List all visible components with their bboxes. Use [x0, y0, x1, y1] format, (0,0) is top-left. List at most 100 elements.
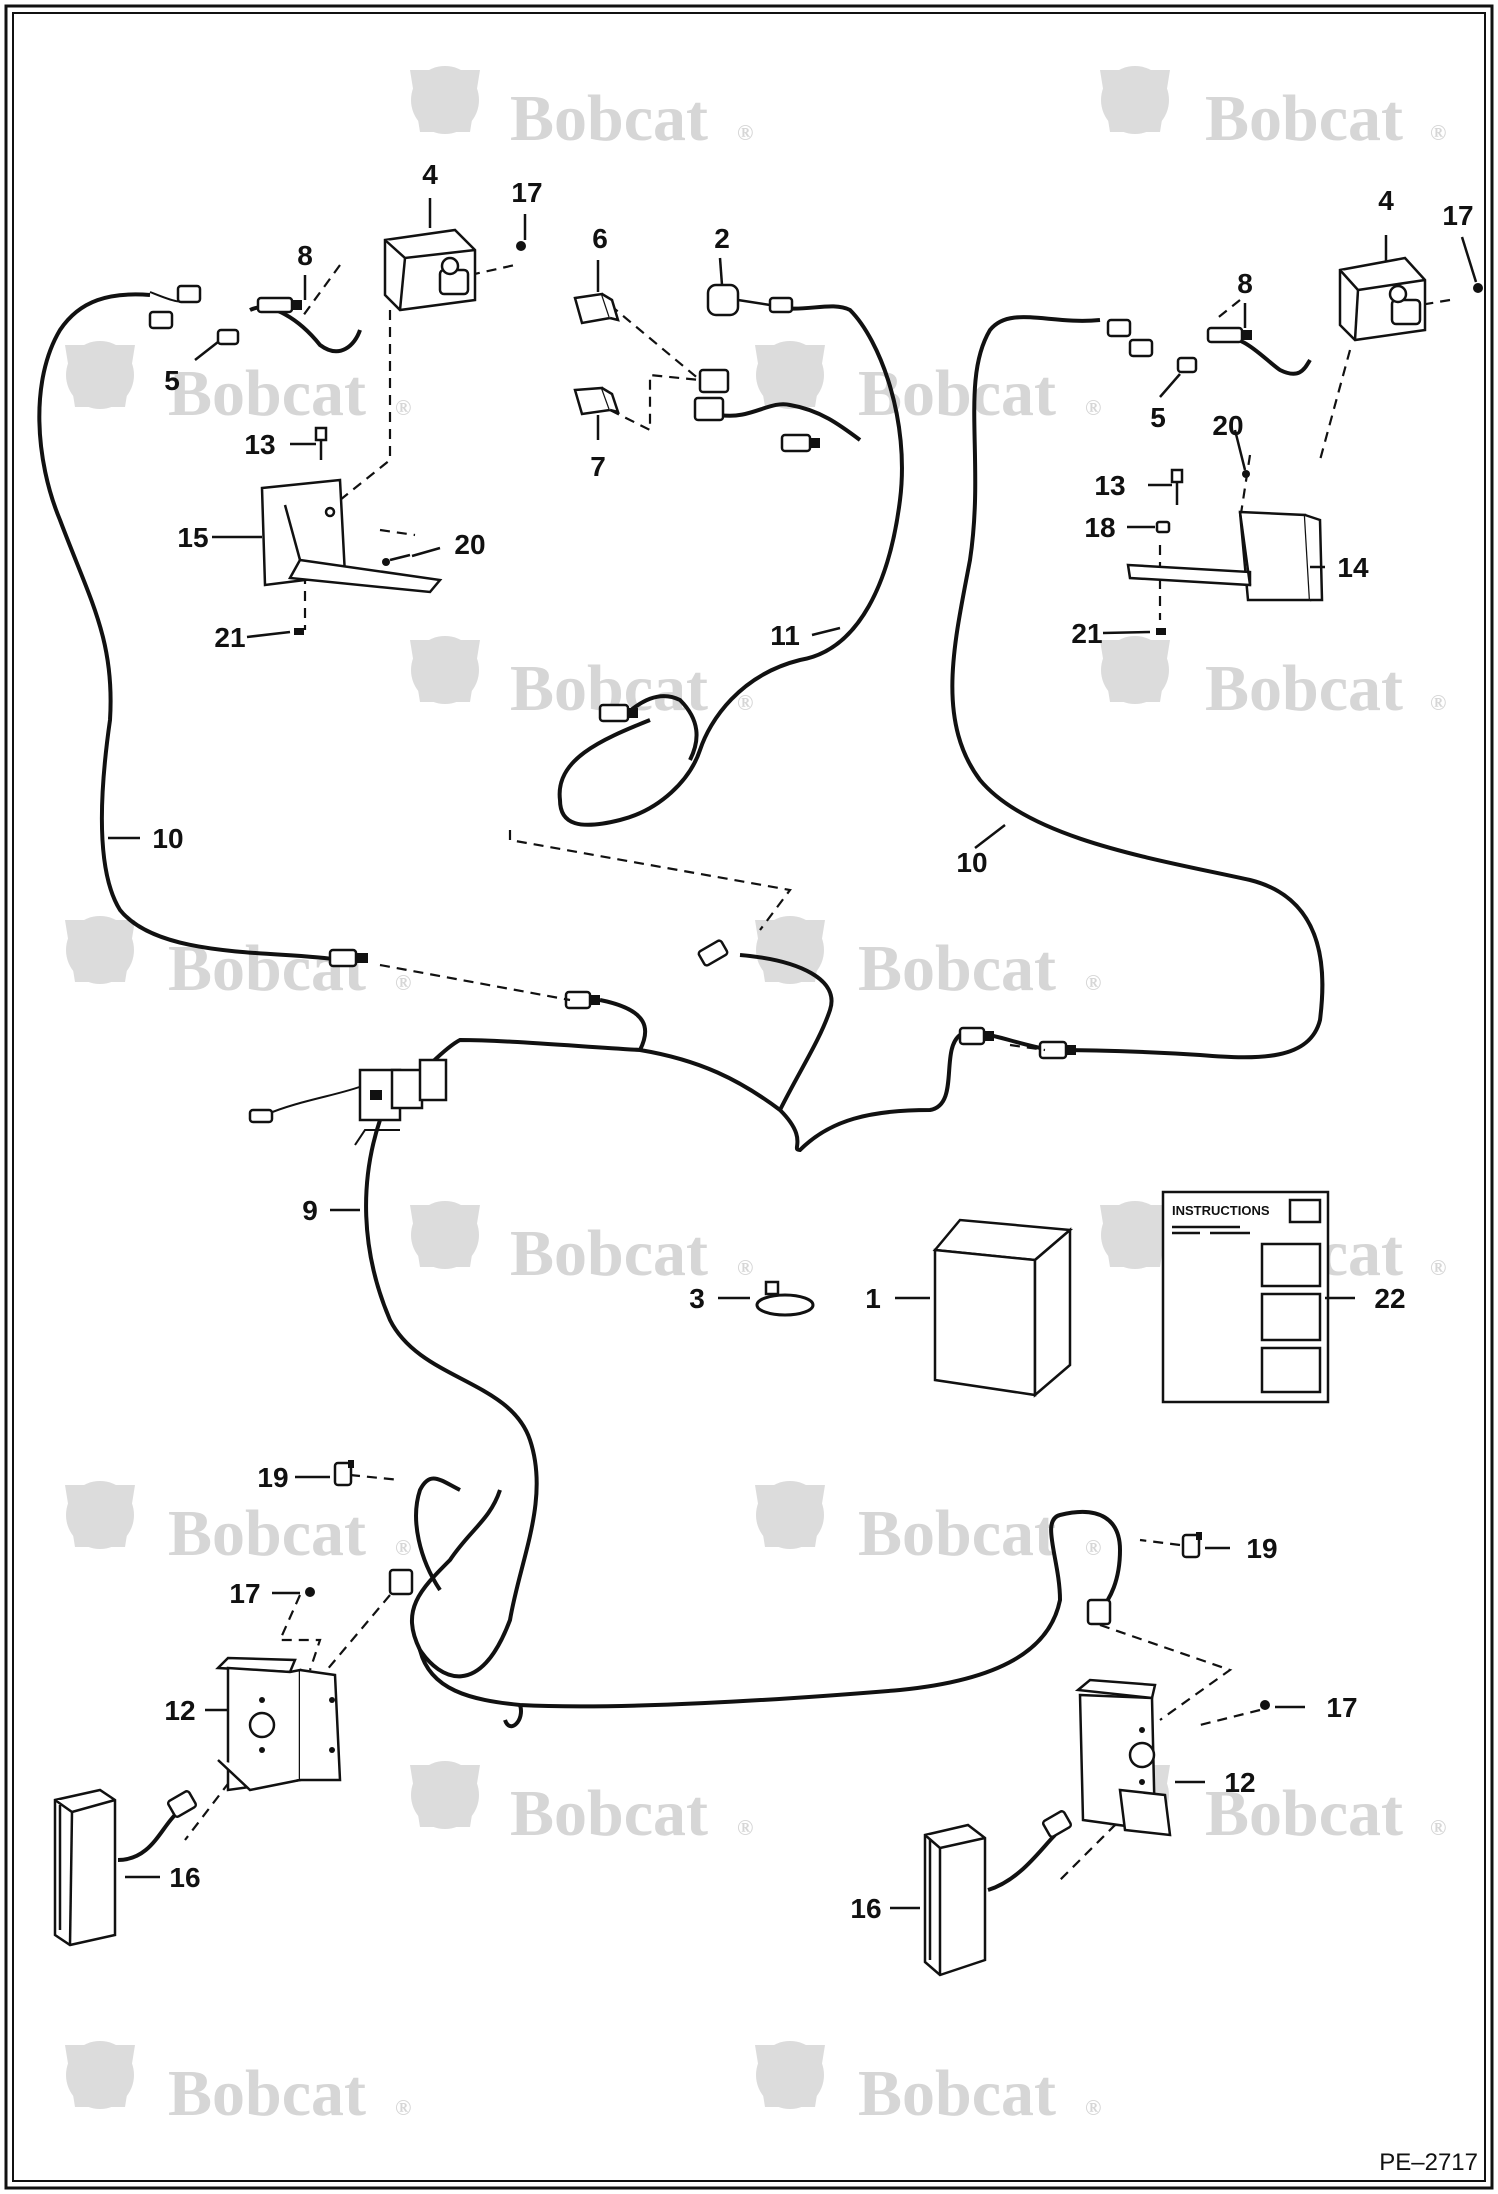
main-harness-9-lower — [364, 1119, 539, 1679]
assembly-line — [469, 263, 516, 277]
wire-end — [148, 284, 202, 330]
callout-15: 15 — [177, 522, 208, 553]
lamp-bracket-12-left — [215, 1656, 342, 1792]
callout-21: 21 — [214, 622, 245, 653]
callout-17: 17 — [1442, 200, 1473, 231]
main-harness-9 — [378, 1033, 962, 1153]
svg-text:®: ® — [1430, 690, 1446, 715]
watermark: Bobcat® — [410, 1761, 753, 1850]
callout-10: 10 — [956, 847, 987, 878]
svg-text:Bobcat: Bobcat — [858, 1497, 1056, 1570]
watermark: Bobcat ® — [1100, 636, 1446, 725]
right-harness-10 — [950, 315, 1325, 1060]
svg-text:Bobcat: Bobcat — [1205, 1777, 1403, 1850]
bobcat-logo-icon — [755, 2041, 825, 2109]
assembly-line — [299, 264, 341, 321]
callout-19: 19 — [1246, 1533, 1277, 1564]
main-harness-9-branch — [599, 998, 648, 1051]
callout-5: 5 — [164, 365, 180, 396]
connector — [780, 433, 820, 453]
bobcat-logo-icon — [1100, 66, 1170, 134]
watermark: Bobcat ® — [65, 1481, 411, 1570]
mating-connector-6 — [693, 368, 730, 422]
callout-13: 13 — [244, 429, 275, 460]
svg-text:Bobcat: Bobcat — [1205, 652, 1403, 725]
callout-4: 4 — [1378, 185, 1394, 216]
assembly-line — [1139, 1538, 1181, 1547]
nut-17-lower-left — [305, 1587, 315, 1597]
connector — [598, 703, 638, 723]
nut-21-right — [1156, 628, 1166, 635]
svg-text:Bobcat: Bobcat — [168, 932, 366, 1005]
bobcat-logo-icon — [410, 66, 480, 134]
assembly-line — [1214, 299, 1241, 321]
svg-text:Bobcat: Bobcat — [168, 1497, 366, 1570]
svg-text:Bobcat: Bobcat — [858, 932, 1056, 1005]
svg-text:®: ® — [395, 1535, 411, 1560]
callout-6: 6 — [592, 223, 608, 254]
callout-11: 11 — [770, 620, 800, 651]
watermark: Bobcat ® — [755, 341, 1101, 430]
callout-labels: 4 17 8 5 6 2 7 13 15 20 21 11 10 10 4 17… — [152, 159, 1473, 1924]
watermark: Bobcat ® — [755, 1481, 1101, 1570]
harness-11-branch — [719, 402, 862, 442]
callout-12: 12 — [164, 1695, 195, 1726]
assembly-line — [609, 304, 701, 381]
assembly-line — [349, 1473, 401, 1482]
connector-7 — [573, 386, 620, 416]
connector — [1038, 1040, 1076, 1060]
kit-box-1 — [932, 1218, 1074, 1398]
connector-8-right — [1206, 326, 1252, 344]
assembly-line — [508, 830, 792, 931]
assembly-line — [379, 528, 416, 537]
callout-20: 20 — [454, 529, 485, 560]
svg-text:®: ® — [1085, 395, 1101, 420]
figure-code: PE–2717 — [1379, 2149, 1478, 2176]
svg-text:Bobcat: Bobcat — [858, 357, 1056, 430]
connector-5-left — [216, 328, 240, 346]
frame-inner-border — [12, 12, 1486, 2182]
watermark: Bobcat® — [65, 341, 411, 430]
svg-text:®: ® — [1085, 1535, 1101, 1560]
instructions-sheet-22: INSTRUCTIONS — [1161, 1190, 1330, 1404]
plug-19-right — [1181, 1532, 1202, 1559]
callout-22: 22 — [1374, 1283, 1405, 1314]
ground-lead — [264, 1084, 366, 1116]
bobcat-logo-icon — [755, 916, 825, 984]
svg-text:Bobcat: Bobcat — [510, 1217, 708, 1290]
bobcat-logo-icon — [65, 341, 135, 409]
bracket-14 — [1126, 510, 1324, 602]
rocker-switch-4-left — [383, 228, 477, 312]
svg-text:®: ® — [1085, 2095, 1101, 2120]
bobcat-logo-icon — [1100, 636, 1170, 704]
connector — [388, 1568, 414, 1596]
bobcat-logo-icon — [755, 1481, 825, 1549]
bobcat-logo-icon — [410, 1201, 480, 1269]
callout-17: 17 — [229, 1578, 260, 1609]
svg-text:Bobcat: Bobcat — [858, 2057, 1056, 2130]
connector — [328, 948, 368, 968]
harness-11 — [557, 303, 904, 827]
bobcat-logo-icon — [1100, 1201, 1170, 1269]
watermark: Bobcat® — [410, 1201, 753, 1290]
harness-11-loop — [618, 694, 699, 761]
washer-18 — [1155, 520, 1171, 534]
connector-5-right — [1176, 356, 1198, 374]
assembly-line — [278, 1594, 322, 1671]
svg-text:Bobcat: Bobcat — [1205, 82, 1403, 155]
bobcat-logo-icon — [65, 1481, 135, 1549]
assembly-line — [1318, 349, 1352, 461]
main-harness-9-center-lead — [739, 953, 834, 1111]
callout-leaders — [108, 198, 1478, 1910]
main-harness-9-drop — [503, 1704, 523, 1729]
svg-text:®: ® — [737, 120, 753, 145]
bolt-13-right — [1170, 468, 1184, 505]
bobcat-logo-icon — [65, 2041, 135, 2109]
callout-1: 1 — [865, 1283, 881, 1314]
callout-14: 14 — [1337, 552, 1369, 583]
callout-21: 21 — [1071, 618, 1102, 649]
callout-3: 3 — [689, 1283, 705, 1314]
assembly-line — [1009, 1043, 1046, 1052]
